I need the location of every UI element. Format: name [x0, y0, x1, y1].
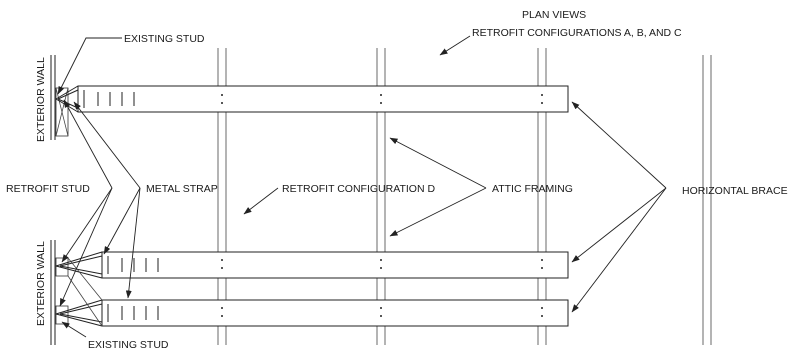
- horizontal-brace-bottom-2: [101, 299, 569, 327]
- exterior-wall-bottom-label: EXTERIOR WALL: [35, 241, 47, 326]
- retrofit-detail-top: [55, 85, 79, 137]
- existing-stud-top-label: EXISTING STUD: [124, 33, 205, 45]
- horizontal-brace-bottom-1: [101, 251, 569, 279]
- horizontal-brace-top: [77, 85, 569, 113]
- attic-framing-label: ATTIC FRAMING: [492, 183, 573, 195]
- exterior-wall-lines: [50, 55, 56, 345]
- exterior-wall-top-label: EXTERIOR WALL: [35, 57, 47, 142]
- config-d-label: RETROFIT CONFIGURATION D: [282, 183, 435, 195]
- leader-arrows: [57, 35, 667, 338]
- existing-stud-bottom-label: EXISTING STUD: [88, 339, 169, 351]
- retrofit-stud-label: RETROFIT STUD: [6, 183, 90, 195]
- configs-abc-label: RETROFIT CONFIGURATIONS A, B, AND C: [472, 27, 682, 39]
- horizontal-brace-label: HORIZONTAL BRACE: [682, 185, 788, 197]
- plan-views-label: PLAN VIEWS: [522, 9, 586, 21]
- metal-strap-label: METAL STRAP: [146, 183, 218, 195]
